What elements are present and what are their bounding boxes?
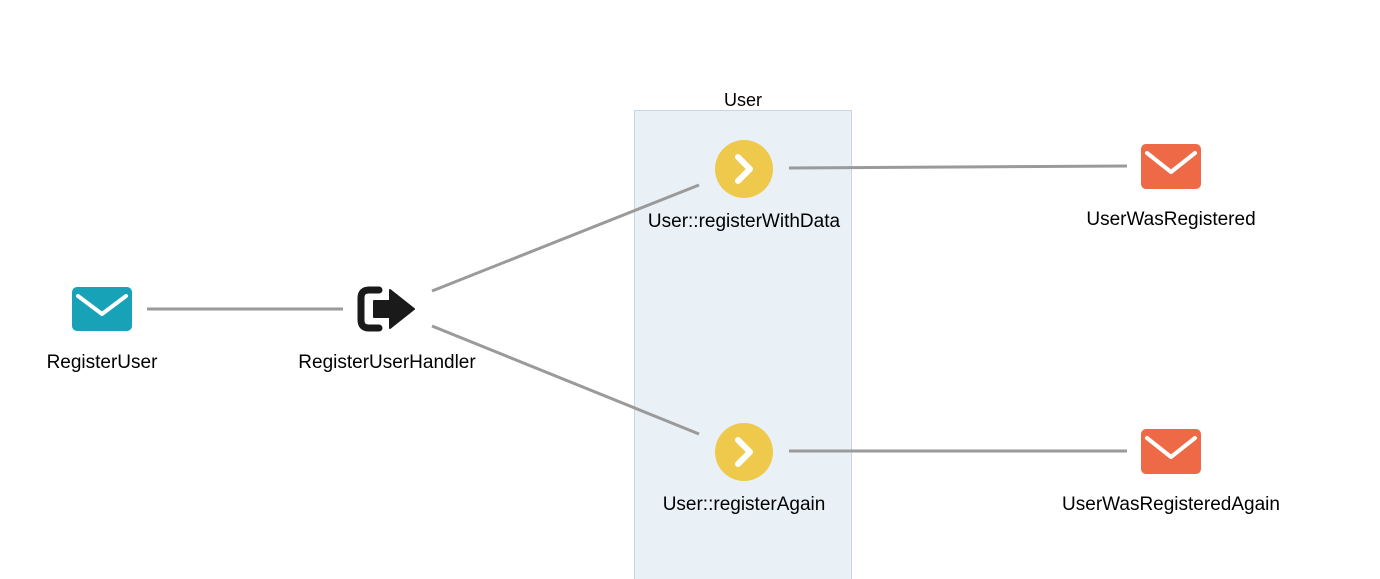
- node-label-userwasregisteredagain: UserWasRegisteredAgain: [1062, 494, 1280, 515]
- node-label-userwasregistered: UserWasRegistered: [1086, 209, 1256, 230]
- chevron-right-circle-icon[interactable]: [715, 140, 773, 198]
- node-label-registeragain: User::registerAgain: [662, 494, 826, 515]
- edge-handler-to-registerwithdata: [431, 183, 700, 293]
- node-label-registeruserhandler: RegisterUserHandler: [298, 352, 476, 373]
- aggregate-user-label: User: [723, 90, 762, 110]
- edge-registerwithdata-to-userwasregistered: [788, 164, 1128, 170]
- envelope-icon[interactable]: [1141, 429, 1201, 474]
- envelope-icon[interactable]: [72, 287, 132, 331]
- node-label-registerwithdata: User::registerWithData: [647, 211, 841, 232]
- edge-handler-to-registeragain: [431, 324, 700, 436]
- envelope-icon[interactable]: [1141, 144, 1201, 189]
- chevron-right-circle-icon[interactable]: [715, 423, 773, 481]
- sign-out-arrow-icon[interactable]: [357, 286, 417, 332]
- node-label-registeruser: RegisterUser: [46, 352, 158, 373]
